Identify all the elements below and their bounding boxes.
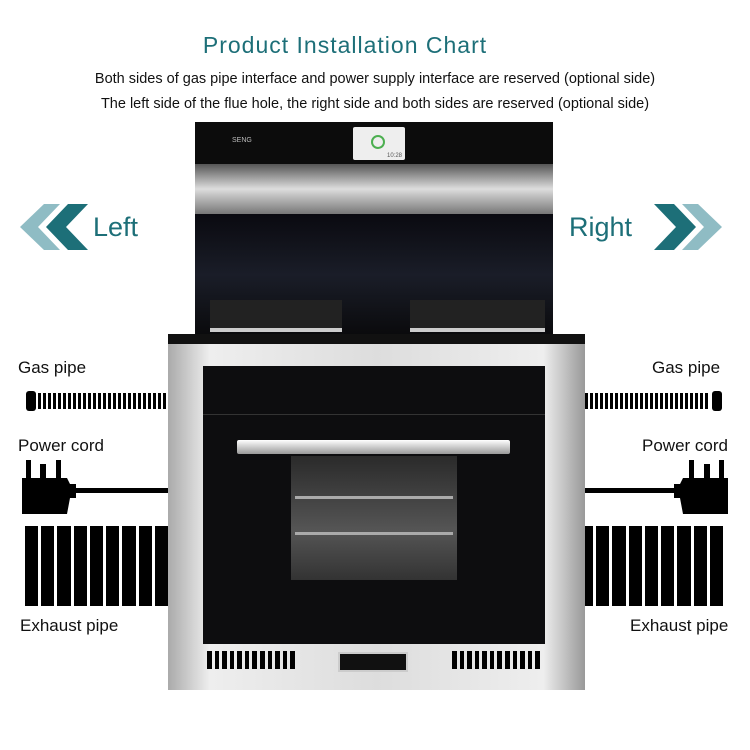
left-gas-pipe-icon bbox=[38, 393, 168, 409]
oven-front bbox=[203, 366, 545, 644]
left-power-cord-label: Power cord bbox=[18, 436, 104, 455]
brand-logo: SENG bbox=[232, 137, 252, 144]
chart-title: Product Installation Chart bbox=[202, 32, 488, 58]
right-exhaust-pipe-label: Exhaust pipe bbox=[630, 616, 729, 635]
left-vent bbox=[207, 651, 295, 669]
drawer-handle[interactable] bbox=[338, 652, 408, 672]
left-label: Left bbox=[93, 212, 139, 242]
right-exhaust-pipe-icon bbox=[580, 526, 723, 606]
right-power-cord-label: Power cord bbox=[642, 436, 728, 455]
subtitle-line-2: The left side of the flue hole, the righ… bbox=[100, 96, 650, 112]
left-burner bbox=[210, 300, 342, 332]
right-label: Right bbox=[569, 212, 633, 242]
subtitle-line-1: Both sides of gas pipe interface and pow… bbox=[94, 71, 656, 87]
hood-top-panel: SENG 10:28 bbox=[195, 122, 553, 164]
countertop-edge bbox=[168, 334, 585, 344]
left-power-plug-icon bbox=[22, 460, 170, 514]
right-power-plug-icon bbox=[580, 460, 728, 514]
hood-intake-panel bbox=[195, 164, 553, 214]
oven-window bbox=[291, 456, 457, 580]
right-gas-pipe-label: Gas pipe bbox=[652, 358, 721, 377]
hood-touch-screen[interactable]: 10:28 bbox=[353, 127, 405, 160]
right-gas-pipe-nut-icon bbox=[712, 391, 722, 411]
right-vent bbox=[452, 651, 540, 669]
right-burner bbox=[410, 300, 545, 332]
clock-display: 10:28 bbox=[386, 153, 402, 159]
left-exhaust-pipe-label: Exhaust pipe bbox=[20, 616, 119, 635]
left-gas-pipe-label: Gas pipe bbox=[18, 358, 87, 377]
right-gas-pipe-icon bbox=[580, 393, 710, 409]
double-chevron-left-icon bbox=[20, 204, 88, 250]
left-exhaust-pipe-icon bbox=[25, 526, 168, 606]
oven-handle[interactable] bbox=[237, 440, 510, 454]
double-chevron-right-icon bbox=[654, 204, 722, 250]
left-gas-pipe-nut-icon bbox=[26, 391, 36, 411]
